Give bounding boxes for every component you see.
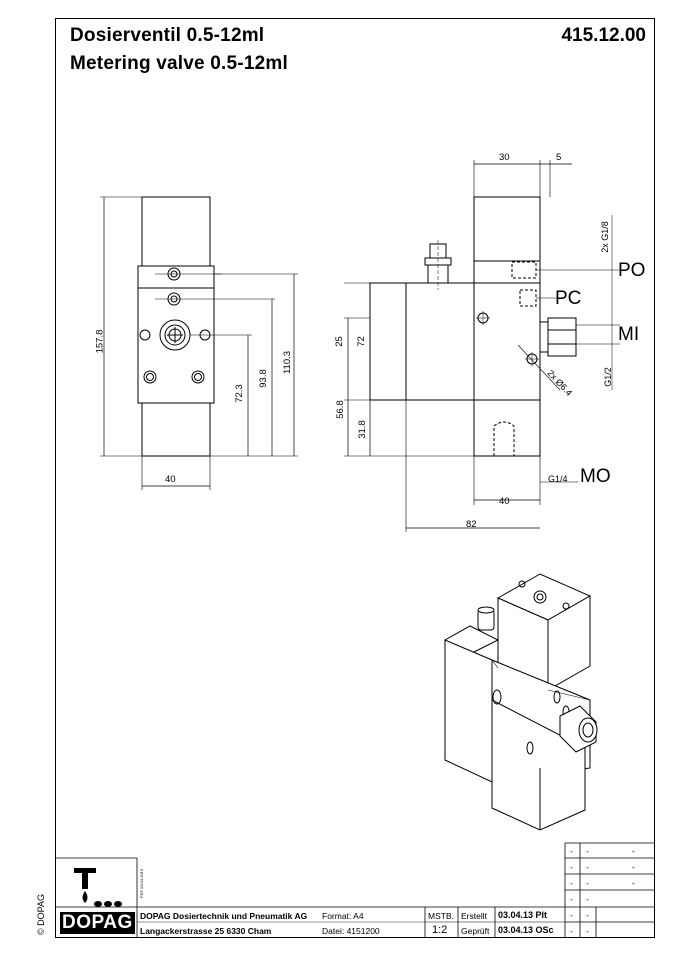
dim-side-31-8: 31.8 (356, 420, 368, 439)
file-label: Datei: 4151200 (322, 926, 380, 936)
isometric-view (443, 573, 598, 831)
front-view (100, 196, 298, 490)
side-left-body (369, 282, 407, 401)
scale-value: 1:2 (432, 924, 448, 936)
pdf-note: PDF 03.04.2013 (139, 868, 144, 898)
scale-label: MSTB. (428, 911, 454, 921)
side-main-body (473, 282, 541, 401)
dim-side-82: 82 (466, 519, 477, 530)
dim-side-25: 25 (333, 336, 345, 347)
company-address: Langackerstrasse 25 6330 Cham (140, 926, 272, 936)
side-port-mo (493, 421, 515, 456)
revision-dash: - (632, 878, 635, 888)
drawing-frame (55, 18, 655, 938)
dim-front-72-3: 72.3 (233, 384, 245, 403)
dopag-logo (56, 858, 136, 938)
iso-body-left (444, 639, 493, 783)
front-lower-body (141, 402, 211, 457)
revision-dash: - (632, 862, 635, 872)
thread-po-label: 2x G1/8 (599, 221, 610, 253)
company-name: DOPAG Dosiertechnik und Pneumatik AG (140, 911, 308, 921)
dim-side-30: 30 (499, 152, 510, 163)
title-english: Metering valve 0.5-12ml (70, 53, 288, 74)
revision-dash: - (586, 910, 589, 920)
front-body (137, 287, 215, 404)
revision-dash: - (570, 894, 573, 904)
title-german: Dosierventil 0.5-12ml (70, 25, 265, 46)
revision-dash: - (570, 926, 573, 936)
dim-side-56-8: 56.8 (334, 400, 346, 419)
revision-dash: - (570, 862, 573, 872)
side-port-mi (547, 317, 577, 357)
front-actuator (141, 196, 211, 267)
created-value: 03.04.13 Plt (498, 910, 548, 920)
side-port-pc (519, 289, 537, 307)
port-label-mo: MO (580, 466, 611, 487)
revision-dash: - (570, 846, 573, 856)
dim-side-5: 5 (556, 152, 562, 163)
revision-dash: - (586, 862, 589, 872)
side-actuator (473, 196, 541, 262)
side-lower-body (473, 399, 541, 457)
document-number: 415.12.00 (561, 25, 646, 46)
thread-mi-label: G1/2 (602, 367, 613, 387)
revision-dash: - (632, 846, 635, 856)
revision-dash: - (586, 894, 589, 904)
dim-side-40: 40 (499, 496, 510, 507)
dim-front-157-8: 157.8 (94, 329, 106, 354)
revision-dash: - (570, 878, 573, 888)
port-label-po: PO (618, 260, 646, 281)
revision-dash: - (586, 878, 589, 888)
dim-side-72: 72 (355, 336, 367, 347)
side-port-po (511, 261, 537, 279)
front-cap (137, 265, 215, 289)
dim-front-110-3: 110.3 (282, 350, 294, 375)
port-label-pc: PC (555, 288, 582, 309)
revision-dash: - (570, 910, 573, 920)
dim-front-93-8: 93.8 (257, 369, 269, 388)
revision-dash: - (586, 846, 589, 856)
format-label: Format: A4 (322, 911, 364, 921)
logo-wordmark: DOPAG (60, 912, 135, 934)
title-block-grid (56, 842, 655, 938)
dim-front-width: 40 (165, 474, 176, 485)
side-view (344, 160, 620, 532)
thread-mo-label: G1/4 (548, 474, 568, 484)
checked-label: Geprüft (461, 926, 490, 936)
dopag-logo-mark-icon (74, 868, 122, 907)
created-label: Erstellt (461, 911, 487, 921)
port-label-mi: MI (618, 324, 640, 345)
checked-value: 03.04.13 OSc (498, 925, 554, 935)
revision-dash: - (586, 926, 589, 936)
